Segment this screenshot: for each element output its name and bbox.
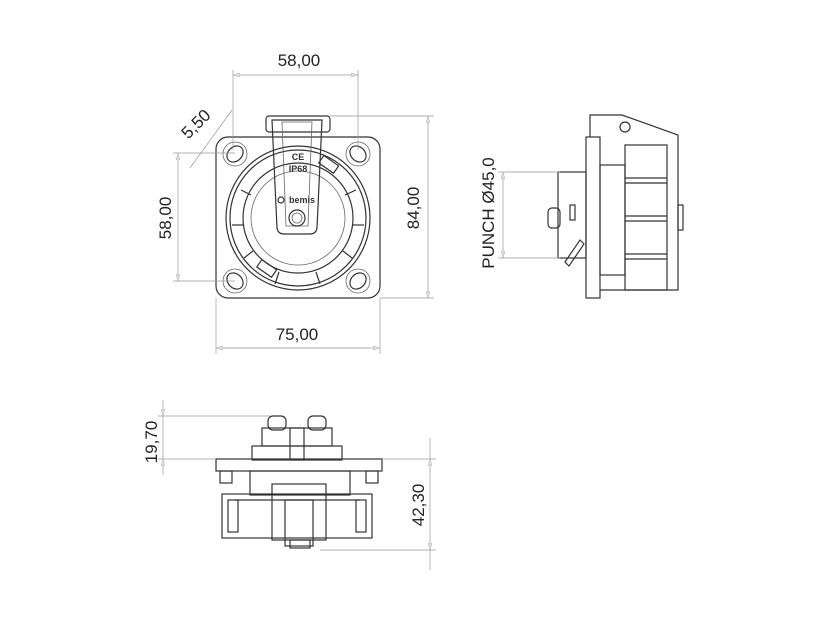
ip-rating-mark: IP68 bbox=[289, 164, 308, 174]
side-view: PUNCH Ø45,0 bbox=[479, 114, 684, 299]
side-body bbox=[599, 144, 684, 291]
side-lid bbox=[589, 114, 679, 291]
knob-left bbox=[267, 415, 287, 431]
dimension-height-right: 84,00 bbox=[404, 187, 423, 230]
brand-logo: bemis bbox=[289, 195, 315, 205]
dimension-width-bottom: 75,00 bbox=[276, 325, 319, 344]
mounting-plate bbox=[215, 136, 381, 299]
side-flange bbox=[585, 136, 601, 299]
bottom-view: 19,70 42,30 bbox=[142, 400, 436, 570]
logo-icon bbox=[277, 196, 285, 204]
side-back-housing bbox=[547, 171, 587, 267]
dimension-height-left: 58,00 bbox=[156, 197, 175, 240]
socket-ring bbox=[225, 145, 371, 291]
screw-icon bbox=[288, 209, 306, 227]
ce-mark: CE bbox=[292, 152, 305, 162]
dimension-width-top: 58,00 bbox=[278, 51, 321, 70]
front-view: CE IP68 bemis 58,00 5,50 58,00 84,00 bbox=[156, 51, 434, 354]
hinged-lid: CE IP68 bemis bbox=[265, 115, 331, 235]
dimension-lines-front bbox=[173, 70, 434, 354]
dimension-depth: 42,30 bbox=[409, 484, 428, 527]
dimension-top-height: 19,70 bbox=[142, 421, 161, 464]
knob-right bbox=[307, 415, 327, 431]
dimension-punch-diameter: PUNCH Ø45,0 bbox=[479, 157, 498, 268]
bottom-body bbox=[221, 493, 373, 539]
mounting-holes bbox=[222, 141, 371, 294]
bottom-flange bbox=[215, 458, 383, 472]
dimension-hole-diameter: 5,50 bbox=[178, 106, 215, 143]
